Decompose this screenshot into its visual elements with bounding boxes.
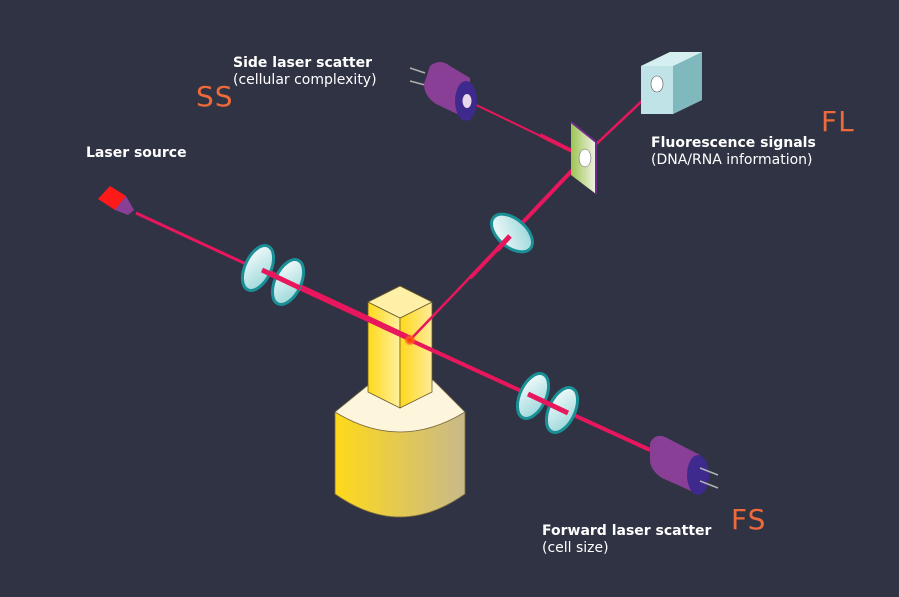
fluorescence-title: Fluorescence signals: [651, 135, 816, 151]
forward-scatter-title: Forward laser scatter: [542, 523, 712, 539]
fluorescence-subtitle: (DNA/RNA information): [651, 152, 813, 168]
flow-cell-base: [334, 379, 466, 518]
side-scatter-abbr: SS: [196, 80, 234, 113]
forward-scatter-subtitle: (cell size): [542, 540, 609, 556]
laser-source-icon: [98, 186, 134, 215]
laser-source-label: Laser source: [86, 145, 187, 162]
side-scatter-subtitle: (cellular complexity): [233, 72, 377, 88]
fluorescence-label: Fluorescence signals (DNA/RNA informatio…: [651, 135, 816, 169]
dichroic-filter: [570, 121, 597, 194]
forward-scatter-detector: [650, 435, 719, 495]
side-scatter-detector: [409, 62, 477, 121]
interrogation-point: [404, 334, 416, 346]
fluorescence-abbr: FL: [821, 105, 855, 138]
forward-scatter-abbr: FS: [731, 503, 767, 536]
laser-source-title: Laser source: [86, 145, 187, 161]
side-scatter-label: Side laser scatter (cellular complexity): [233, 55, 377, 89]
forward-scatter-label: Forward laser scatter (cell size): [542, 523, 711, 557]
fluorescence-detector: [641, 52, 702, 114]
side-scatter-title: Side laser scatter: [233, 55, 372, 71]
